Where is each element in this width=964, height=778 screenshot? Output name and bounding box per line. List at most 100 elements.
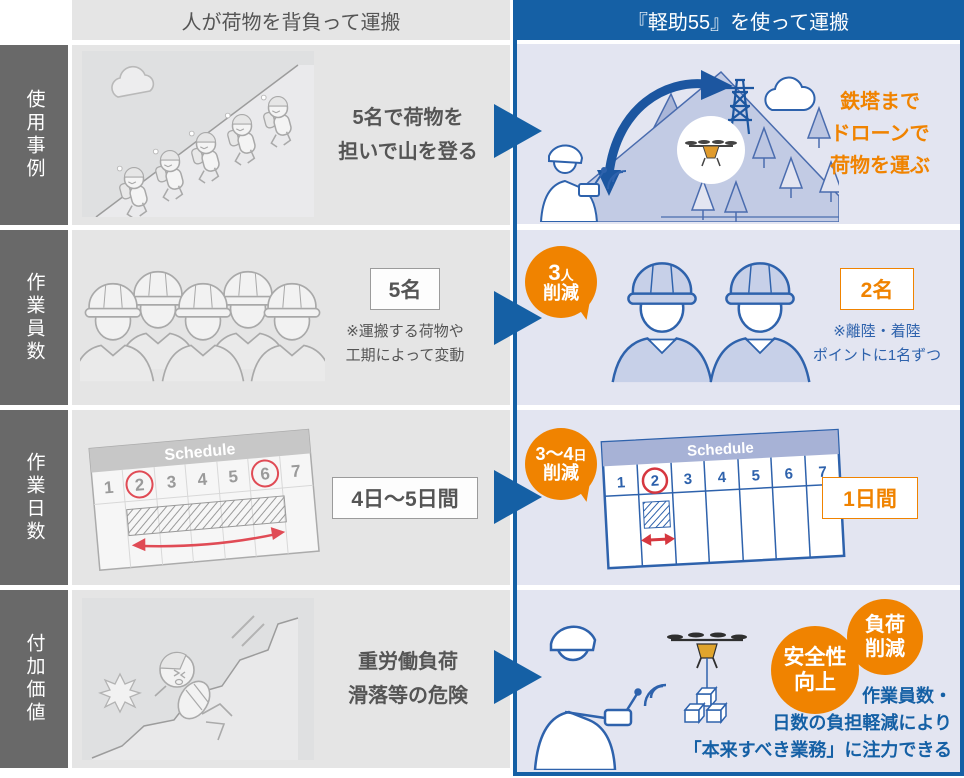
drone-value-line3: 「本来すべき業務」に注力できる: [683, 740, 952, 760]
drone-value-cell: 負荷 削減 安全性 向上 作業員数・ 日数の負担軽減により 「本来すべき業務」に…: [517, 590, 960, 772]
manual-column-header: 人が荷物を背負って運搬: [72, 0, 510, 40]
svg-text:1: 1: [616, 474, 625, 491]
svg-text:3: 3: [683, 471, 692, 488]
duration-hatch-bar: [126, 495, 287, 537]
hikers-climbing-illustration: [82, 51, 314, 217]
calendar-card: Schedule 1 2 3 4 5 6 7: [600, 428, 846, 570]
svg-text:5: 5: [228, 467, 239, 487]
load-reduction-line2: 削減: [865, 638, 905, 660]
svg-text:3: 3: [166, 472, 177, 492]
safety-improvement-line2: 向上: [794, 671, 836, 694]
drone-workers-text: 2名 ※離陸・着陸 ポイントに1名ずつ: [802, 230, 952, 405]
worker-bust-group: [80, 270, 325, 383]
manual-workers-note-line1: ※運搬する荷物や: [346, 323, 464, 341]
badge-word: 削減: [543, 283, 579, 304]
svg-text:6: 6: [784, 465, 793, 482]
manual-workers-note: ※運搬する荷物や 工期によって変動: [346, 320, 465, 367]
wifi-signal-icon: [607, 170, 627, 190]
svg-text:2: 2: [134, 475, 145, 495]
drone-workers-note: ※離陸・着陸 ポイントに1名ずつ: [813, 320, 941, 367]
cloud-icon: [764, 76, 816, 111]
manual-days-text: 4日〜5日間: [310, 410, 500, 585]
falling-person: [154, 651, 233, 741]
manual-schedule-calendar-illustration: Schedule 1 2 3 4 5 6 7: [88, 428, 320, 572]
badge-unit: 人: [560, 267, 574, 283]
drone-days-cell: 3〜4日 削減 Schedule 1: [517, 410, 960, 585]
badge-number: 3: [548, 259, 561, 285]
motion-lines: [231, 615, 265, 647]
operator-person: [539, 144, 607, 222]
manual-value-cell: 重労働負荷 滑落等の危険: [72, 590, 510, 768]
manual-usecase-cell: 5名で荷物を 担いで山を登る: [72, 45, 510, 225]
flow-arrow-usecase: [494, 104, 542, 158]
safety-improvement-circle: 安全性 向上: [771, 626, 859, 714]
row-label-workers: 作業員数: [0, 230, 68, 405]
drone-value-line1: 作業員数・: [862, 686, 952, 706]
five-workers-illustration: [80, 270, 325, 383]
manual-workers-text: 5名 ※運搬する荷物や 工期によって変動: [310, 230, 500, 405]
drone-value-text: 作業員数・ 日数の負担軽減により 「本来すべき業務」に注力できる: [632, 683, 952, 764]
impact-starburst-icon: [98, 672, 142, 714]
badge-number: 3〜4: [535, 443, 574, 464]
flow-arrow-value: [494, 650, 542, 704]
row-label-workers-text: 作業員数: [23, 271, 45, 364]
row-label-value-text: 付加価値: [23, 633, 45, 725]
row-label-usecase: 使用事例: [0, 45, 68, 225]
flow-arrow-days: [494, 470, 542, 524]
drone-operator-illustration: [533, 625, 747, 770]
load-reduction-circle: 負荷 削減: [847, 599, 923, 675]
transport-route-arrow: [604, 79, 706, 175]
drone-days-value-box: 1日間: [822, 476, 918, 519]
wifi-signal-icon: [643, 683, 667, 707]
drone-workers-cell: 3人 削減 2名 ※離陸・着陸: [517, 230, 960, 405]
drone-usecase-line3: 荷物を運ぶ: [830, 155, 930, 177]
drone-usecase-line2: ドローンで: [830, 123, 930, 145]
manual-days-value-box: 4日〜5日間: [332, 476, 478, 519]
drone-value-line2: 日数の負担軽減により: [772, 713, 952, 733]
svg-text:7: 7: [290, 461, 301, 481]
manual-workers-note-line2: 工期によって変動: [345, 346, 465, 364]
calendar-day-numbers: 1 2 3 4 5 6 7: [616, 464, 827, 492]
safety-improvement-line1: 安全性: [783, 645, 847, 669]
drone-column-header: 『軽助55』を使って運搬: [513, 0, 964, 40]
row-label-usecase-text: 使用事例: [23, 89, 45, 181]
rocky-slope: [92, 618, 298, 760]
badge-unit: 日: [573, 447, 587, 463]
drone-days-text: 1日間: [810, 410, 930, 585]
row-label-value: 付加価値: [0, 590, 68, 768]
manual-workers-value-box: 5名: [369, 268, 441, 311]
drone-usecase-line1: 鉄塔まで: [840, 91, 920, 113]
manual-days-cell: Schedule 1 2 3 4 5 6 7: [72, 410, 510, 585]
drone-icon: [685, 140, 737, 167]
manual-workers-cell: 5名 ※運搬する荷物や 工期によって変動: [72, 230, 510, 405]
badge-tail: [575, 292, 603, 320]
manual-value-line2: 滑落等の危険: [348, 685, 468, 707]
calendar-card: Schedule 1 2 3 4 5 6 7: [88, 428, 320, 572]
day-circle: [641, 467, 669, 494]
cargo-boxes-icon: [683, 685, 728, 725]
row-label-days-text: 作業日数: [23, 451, 45, 544]
manual-usecase-line1: 5名で荷物を: [352, 107, 464, 129]
operator-person: [533, 625, 642, 770]
svg-text:1: 1: [103, 478, 114, 498]
duration-hatch-box: [642, 500, 671, 529]
calendar-title: Schedule: [164, 441, 236, 464]
drone-workers-note-line2: ポイントに1名ずつ: [812, 346, 942, 364]
two-workers-illustration: [611, 262, 811, 384]
svg-text:2: 2: [650, 472, 659, 489]
row-label-days: 作業日数: [0, 410, 68, 585]
drone-usecase-cell: 鉄塔まで ドローンで 荷物を運ぶ: [517, 44, 960, 224]
load-reduction-line1: 負荷: [865, 614, 905, 636]
arrowhead-right: [701, 70, 733, 100]
drone-workers-note-line1: ※離陸・着陸: [833, 323, 921, 341]
calendar-title: Schedule: [687, 439, 754, 459]
falling-worker-illustration: [82, 598, 314, 760]
manual-value-text: 重労働負荷 滑落等の危険: [318, 590, 498, 768]
svg-text:4: 4: [197, 470, 209, 490]
svg-text:6: 6: [260, 464, 271, 484]
flow-arrow-workers: [494, 291, 542, 345]
manual-value-line1: 重労働負荷: [358, 651, 458, 673]
svg-text:7: 7: [818, 464, 827, 481]
manual-usecase-text: 5名で荷物を 担いで山を登る: [318, 45, 498, 225]
